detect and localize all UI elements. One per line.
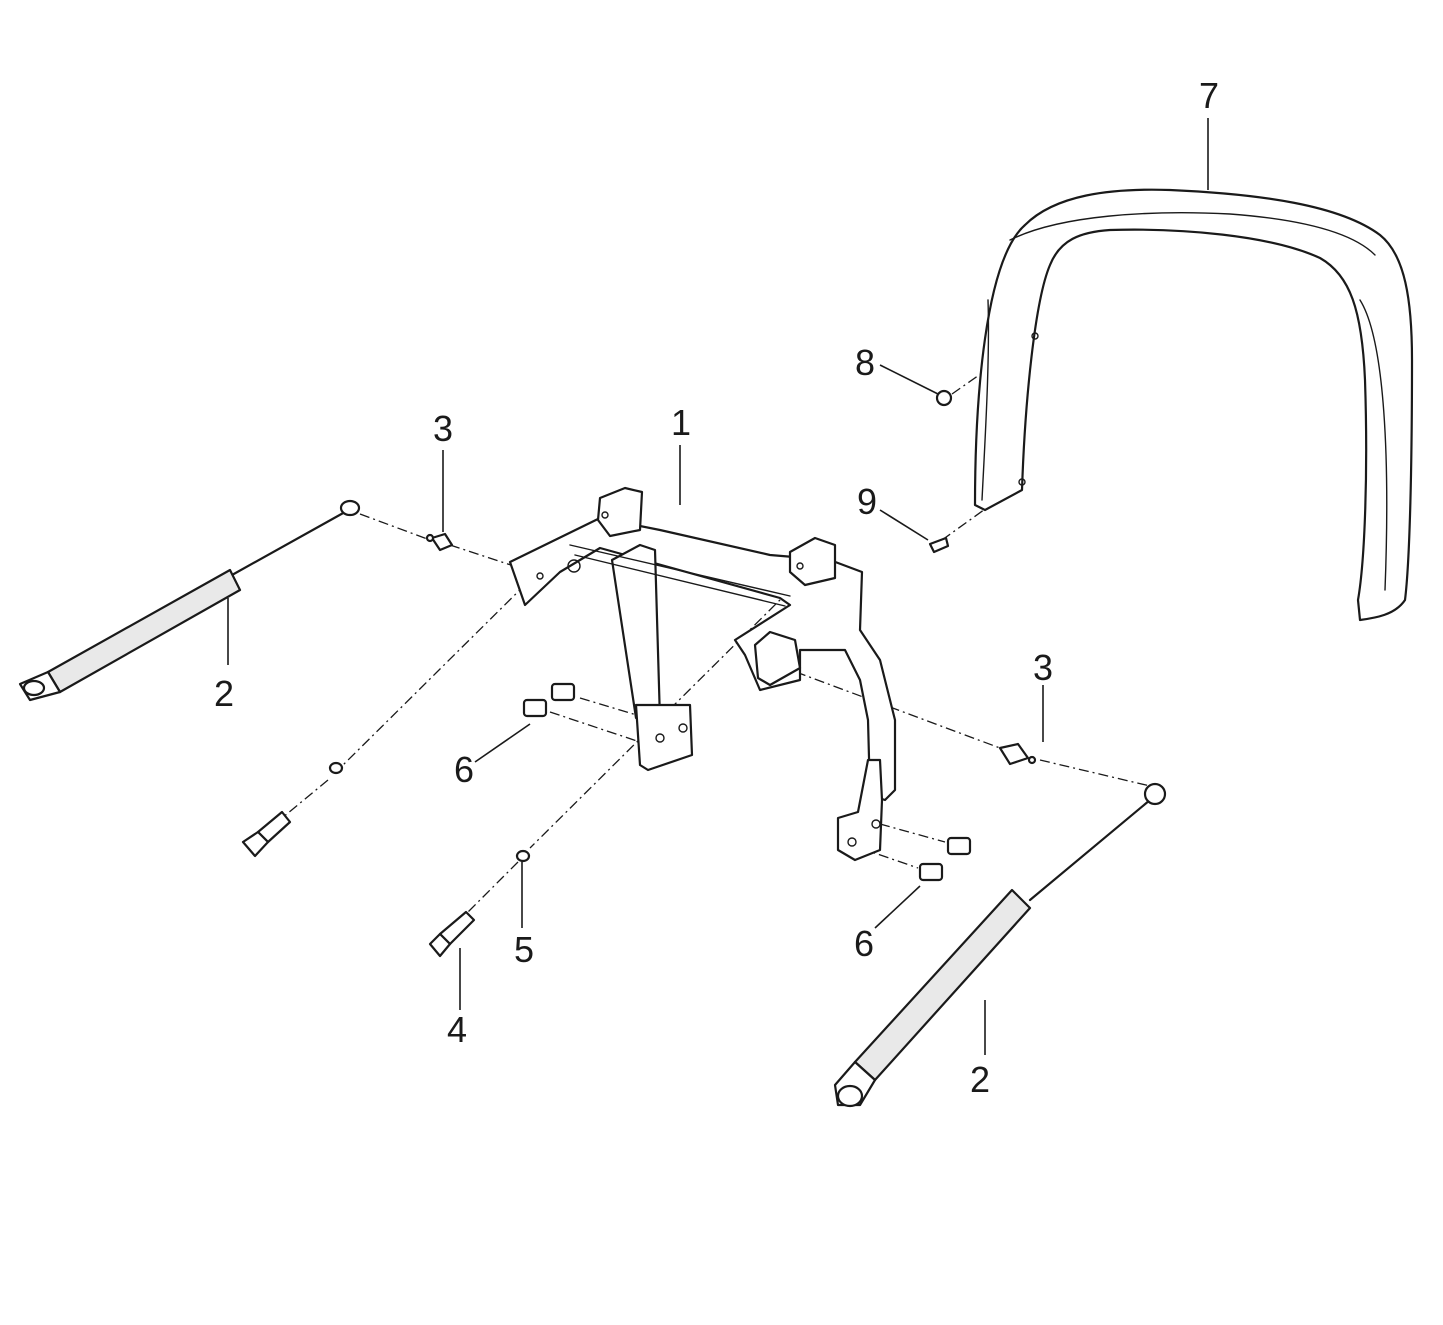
- callout-flange-bolt-right: 6: [854, 923, 874, 964]
- callout-handle-bar: 7: [1199, 75, 1219, 116]
- leader-lines: [227, 118, 1209, 1055]
- callout-ball-stud-right: 3: [1033, 647, 1053, 688]
- callout-gas-spring-right: 2: [970, 1059, 990, 1100]
- callout-washer: 5: [514, 929, 534, 970]
- callout-ball-stud-left: 3: [433, 408, 453, 449]
- callout-flange-bolt-left: 6: [454, 749, 474, 790]
- callout-screw-lower: 9: [857, 481, 877, 522]
- flange-bolts-left: [522, 682, 576, 718]
- screw-lower: [928, 536, 950, 554]
- gas-spring-left: [18, 499, 361, 702]
- callouts: 1 2 2 3 3 4 5 6 6 7 8 9: [214, 75, 1219, 1100]
- callout-bolt: 4: [447, 1009, 467, 1050]
- bolt-lower: [428, 910, 476, 958]
- ball-stud-left: [425, 532, 454, 552]
- callout-screw-upper: 8: [855, 342, 875, 383]
- frame: [508, 486, 897, 862]
- handle-bar: [973, 188, 1414, 622]
- callout-gas-spring-left: 2: [214, 673, 234, 714]
- gas-spring-right: [833, 782, 1167, 1108]
- washers: [328, 761, 531, 863]
- ball-stud-right: [998, 742, 1037, 766]
- screw-upper: [935, 389, 953, 407]
- flange-bolts-right: [918, 836, 972, 882]
- bolt-left: [241, 810, 292, 858]
- callout-frame: 1: [671, 402, 691, 443]
